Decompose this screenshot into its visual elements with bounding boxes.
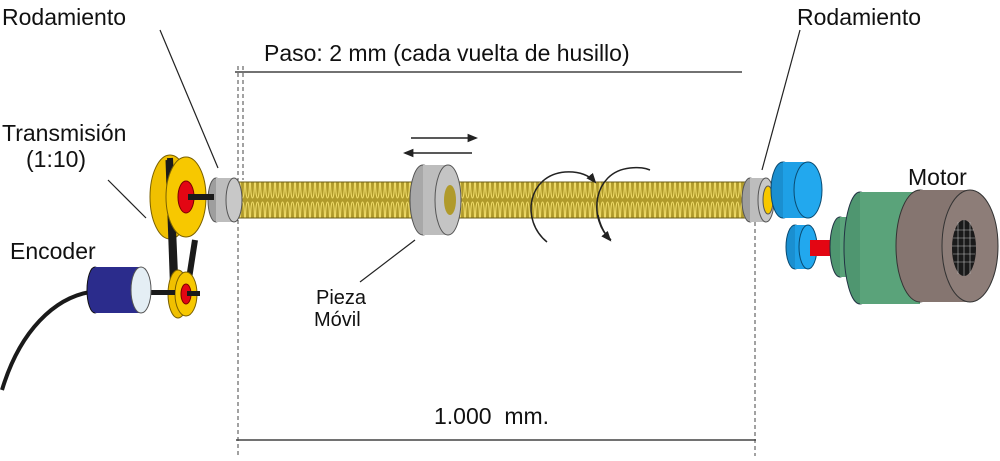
bearing-right-label: Rodamiento [797,4,922,30]
length-dimension-label: 1.000 mm. [434,403,550,429]
transmission-ratio-label: (1:10) [26,146,87,172]
motor [829,189,999,305]
bearing-left-label: Rodamiento [2,4,127,30]
lead-screw [231,181,753,219]
moving-part-label-line2: Móvil [314,309,361,331]
pitch-dimension-label: Paso: 2 mm (cada vuelta de husillo) [264,40,630,66]
dimension-extension-lines [237,66,756,456]
encoder [0,266,152,391]
motor-label: Motor [908,164,967,190]
moving-part-nut [409,164,462,236]
coupling [770,161,835,270]
moving-part-label-line1: Pieza [316,287,367,309]
transmission-pulleys [143,154,214,319]
rotation-arrows [530,166,651,243]
bearing-right [741,177,775,223]
linear-motion-arrows [402,133,479,158]
leader-lines [107,29,801,283]
transmission-label: Transmisión [2,120,127,146]
encoder-label: Encoder [10,238,96,264]
bearing-left [207,177,243,223]
